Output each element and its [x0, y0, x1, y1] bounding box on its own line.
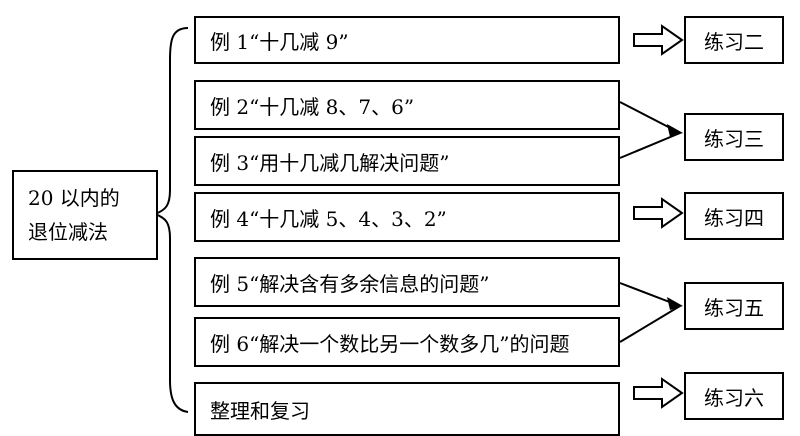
lesson-label: 整理和复习 — [210, 398, 310, 423]
root-line-2: 退位减法 — [28, 220, 108, 244]
root-topic-box: 20 以内的 退位减法 — [12, 170, 158, 260]
exercise-box-6: 练习六 — [684, 372, 784, 420]
arrowhead-ex5 — [667, 297, 683, 310]
lesson-box-3: 例 3“用十几减几解决问题” — [194, 136, 620, 186]
line-ex6-to-ex5 — [619, 305, 681, 343]
lesson-box-1: 例 1“十几减 9” — [194, 16, 620, 64]
lesson-box-4: 例 4“十几减 5、4、3、2” — [194, 192, 620, 242]
exercise-label: 练习四 — [704, 205, 764, 230]
lesson-label: 例 4“十几减 5、4、3、2” — [210, 206, 447, 231]
lesson-box-7: 整理和复习 — [194, 382, 620, 436]
lesson-label: 例 5“解决含有多余信息的问题” — [210, 271, 490, 296]
arrow-ex2 — [633, 24, 684, 56]
exercise-label: 练习五 — [704, 295, 764, 320]
exercise-label: 练习六 — [704, 385, 764, 410]
lesson-box-2: 例 2“十几减 8、7、6” — [194, 80, 620, 130]
line-ex3-to-ex3 — [619, 132, 681, 159]
arrow-ex4 — [633, 197, 684, 229]
exercise-box-3: 练习三 — [684, 113, 784, 161]
exercise-box-5: 练习五 — [684, 282, 784, 330]
exercise-label: 练习二 — [704, 29, 764, 54]
lesson-label: 例 1“十几减 9” — [210, 29, 349, 54]
root-line-1: 20 以内的 — [28, 186, 120, 210]
arrowhead-ex3 — [667, 124, 683, 137]
curly-brace — [152, 27, 189, 413]
exercise-label: 练习三 — [704, 126, 764, 151]
exercise-box-4: 练习四 — [684, 192, 784, 240]
lesson-box-6: 例 6“解决一个数比另一个数多几”的问题 — [194, 317, 620, 367]
arrow-ex6 — [633, 377, 684, 409]
lesson-label: 例 6“解决一个数比另一个数多几”的问题 — [210, 331, 570, 356]
exercise-box-2: 练习二 — [684, 16, 784, 64]
lesson-label: 例 2“十几减 8、7、6” — [210, 94, 415, 119]
lesson-box-5: 例 5“解决含有多余信息的问题” — [194, 257, 620, 307]
lesson-label: 例 3“用十几减几解决问题” — [210, 150, 450, 175]
